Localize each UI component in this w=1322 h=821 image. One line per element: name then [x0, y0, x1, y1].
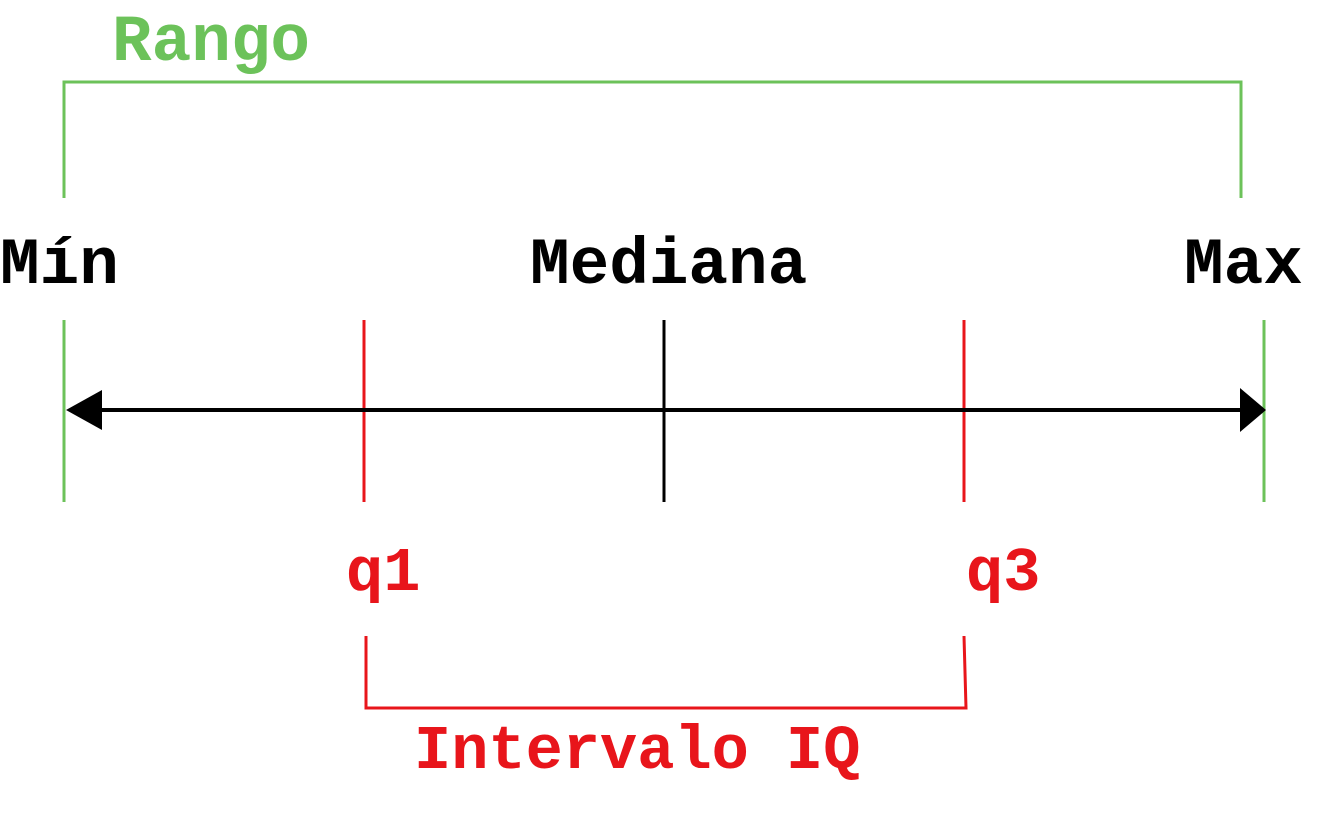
range-bracket	[62, 80, 1243, 198]
range-label: Rango	[112, 5, 310, 80]
q1-label: q1	[346, 538, 420, 609]
iqr-label: Intervalo IQ	[414, 716, 860, 787]
min-label: Mín	[0, 228, 119, 303]
q3-label: q3	[966, 538, 1040, 609]
median-label: Mediana	[530, 228, 807, 303]
iqr-bracket	[364, 635, 968, 710]
left-arrowhead-icon	[66, 390, 102, 430]
right-arrowhead-icon	[1240, 388, 1266, 432]
max-label: Max	[1184, 228, 1303, 303]
